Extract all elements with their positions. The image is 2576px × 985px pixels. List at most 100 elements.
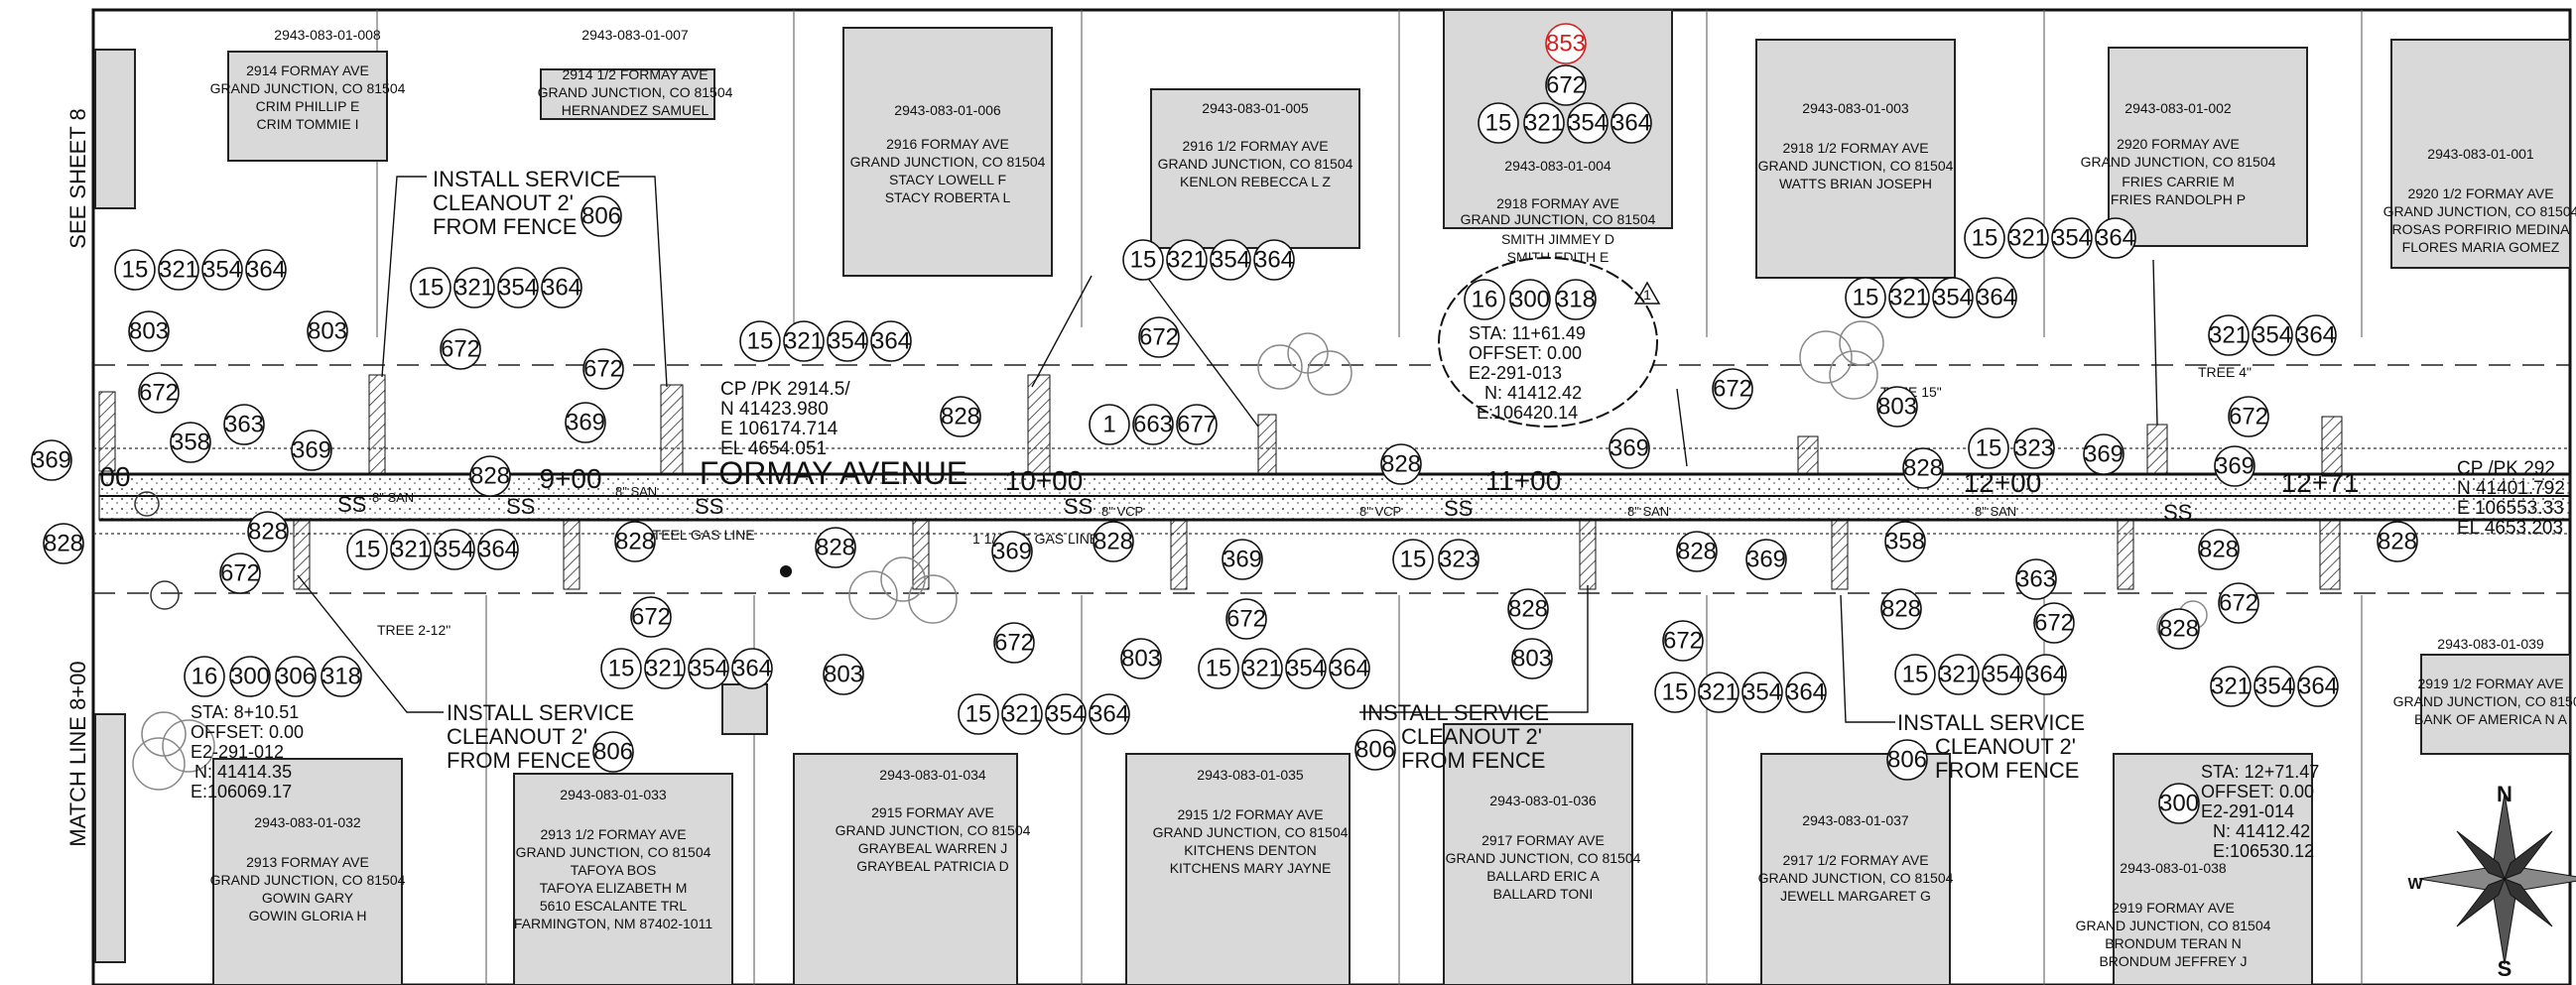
callout-16-b: 16	[1464, 279, 1505, 320]
parcel-city-n1: GRAND JUNCTION, CO 81504	[210, 80, 406, 96]
callout-369-e: 369	[1222, 539, 1263, 580]
svg-text:354: 354	[1211, 247, 1250, 274]
svg-text:853: 853	[1546, 31, 1586, 58]
parcel-id-n8: 2943-083-01-001	[2427, 146, 2534, 162]
tree-label-1: TREE 2-12"	[377, 622, 451, 638]
callout-15-o: 15	[1964, 217, 2005, 259]
ss-label-1: SS	[337, 492, 366, 517]
svg-text:15: 15	[1902, 662, 1929, 688]
svg-text:321: 321	[2209, 322, 2249, 349]
callout-369-i: 369	[2214, 445, 2255, 487]
san-label-3: 8" SAN	[1627, 504, 1669, 519]
callout-354-f: 354	[827, 320, 868, 362]
svg-text:803: 803	[1121, 646, 1161, 673]
parcel-owner-n5a: SMITH JIMMEY D	[1501, 231, 1614, 247]
svg-text:369: 369	[1610, 435, 1649, 462]
callout-672-l: 672	[2033, 602, 2075, 644]
svg-text:FROM FENCE: FROM FENCE	[1401, 748, 1545, 773]
svg-text:369: 369	[1746, 547, 1786, 573]
callout-364-f: 364	[870, 320, 912, 362]
callout-354-m: 354	[2051, 217, 2093, 259]
callout-672-g: 672	[993, 622, 1035, 664]
callout-369-d: 369	[991, 531, 1033, 572]
svg-text:672: 672	[631, 604, 671, 631]
callout-15-d: 15	[346, 529, 388, 570]
callout-364-b: 364	[245, 249, 287, 291]
svg-text:672: 672	[1226, 606, 1266, 633]
svg-text:369: 369	[32, 447, 71, 474]
svg-text:369: 369	[292, 437, 331, 464]
callout-318-a: 318	[321, 656, 362, 697]
callout-15-j: 15	[1392, 539, 1434, 580]
parcel-addr-s3: 2915 FORMAY AVE	[871, 804, 994, 820]
svg-text:N: 41412.42: N: 41412.42	[1484, 383, 1582, 403]
callout-369-b: 369	[291, 430, 332, 471]
parcel-addr-n4: 2916 1/2 FORMAY AVE	[1182, 138, 1328, 154]
parcel-city-s6: GRAND JUNCTION, CO 81504	[1758, 870, 1954, 886]
parcel-city-s2: GRAND JUNCTION, CO 81504	[516, 844, 711, 860]
svg-text:364: 364	[1786, 679, 1826, 706]
svg-text:OFFSET: 0.00: OFFSET: 0.00	[191, 722, 304, 742]
svg-text:672: 672	[583, 356, 623, 383]
parcel-city-n7: GRAND JUNCTION, CO 81504	[2081, 154, 2276, 170]
svg-text:364: 364	[2296, 322, 2336, 349]
parcel-owner-n7b: FRIES RANDOLPH P	[2111, 191, 2246, 207]
callout-803-c: 803	[823, 654, 864, 695]
svg-text:FROM FENCE: FROM FENCE	[1935, 758, 2079, 783]
callout-306-a: 306	[275, 656, 317, 697]
callout-828-d: 828	[614, 521, 656, 562]
svg-text:672: 672	[441, 336, 480, 363]
callout-15-h: 15	[1122, 239, 1164, 281]
cleanout-note-4: INSTALL SERVICE CLEANOUT 2' FROM FENCE	[1897, 710, 2085, 783]
svg-text:806: 806	[1887, 747, 1927, 774]
svg-text:364: 364	[1611, 110, 1651, 137]
svg-text:15: 15	[1976, 435, 2002, 462]
svg-text:N 41401.792: N 41401.792	[2457, 478, 2565, 499]
svg-text:354: 354	[689, 656, 728, 682]
svg-text:803: 803	[824, 662, 863, 688]
svg-text:672: 672	[2219, 590, 2258, 617]
parcel-addr-n3: 2916 FORMAY AVE	[886, 136, 1009, 152]
parcel-id-s6: 2943-083-01-037	[1802, 812, 1909, 828]
callout-354-b: 354	[201, 249, 243, 291]
svg-text:354: 354	[2253, 322, 2292, 349]
callout-364-i: 364	[1329, 648, 1370, 689]
parcel-owner-n3a: STACY LOWELL F	[889, 172, 1006, 187]
ss-label-3: SS	[695, 494, 723, 519]
parcel-city-n2: GRAND JUNCTION, CO 81504	[538, 84, 733, 100]
callout-15-n: 15	[1894, 654, 1936, 695]
parcel-city-n4: GRAND JUNCTION, CO 81504	[1158, 156, 1353, 172]
svg-text:364: 364	[2026, 662, 2066, 688]
callout-15-e: 15	[600, 648, 642, 689]
svg-text:354: 354	[202, 257, 242, 284]
callout-323-a: 323	[1438, 539, 1480, 580]
svg-text:E 106174.714: E 106174.714	[720, 419, 838, 439]
svg-text:318: 318	[1556, 287, 1596, 313]
callout-364-a: 364	[1610, 102, 1652, 144]
parcel-owner-s2c: 5610 ESCALANTE TRL	[540, 898, 688, 914]
callout-354-h: 354	[1210, 239, 1251, 281]
parcel-owner-n1b: CRIM TOMMIE I	[257, 116, 359, 132]
svg-text:672: 672	[1546, 72, 1586, 99]
svg-text:15: 15	[1662, 679, 1689, 706]
svg-text:364: 364	[732, 656, 772, 682]
callout-15-f: 15	[739, 320, 781, 362]
svg-text:828: 828	[1381, 451, 1421, 478]
callout-806-c: 806	[1354, 729, 1396, 771]
svg-text:321: 321	[1242, 656, 1282, 682]
svg-text:354: 354	[2052, 225, 2092, 252]
parcel-city-s7: GRAND JUNCTION, CO 81504	[2076, 918, 2271, 933]
svg-text:15: 15	[608, 656, 635, 682]
south-label: S	[2498, 956, 2512, 981]
parcel-id-n5: 2943-083-01-004	[1504, 158, 1611, 174]
callout-364-l: 364	[2025, 654, 2067, 695]
callout-300-a: 300	[229, 656, 271, 697]
svg-text:321: 321	[2008, 225, 2048, 252]
callout-828-o: 828	[2377, 521, 2418, 562]
callout-369-c: 369	[565, 402, 606, 443]
callout-15-b: 15	[114, 249, 156, 291]
svg-text:15: 15	[966, 701, 992, 728]
callout-364-c: 364	[541, 267, 582, 308]
svg-text:672: 672	[1139, 324, 1179, 351]
svg-text:306: 306	[276, 664, 316, 690]
